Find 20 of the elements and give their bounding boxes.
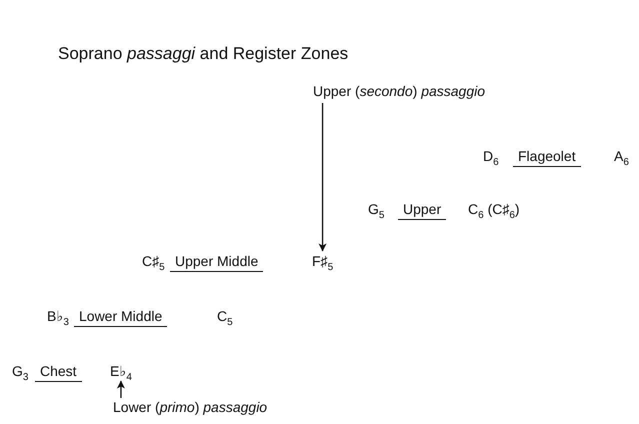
pitch-label: C$_{6}$ (C♯$_{6}$) (468, 201, 520, 218)
diagram-title: Soprano passaggi and Register Zones (58, 44, 348, 64)
pitch-label: D$_{6}$ (483, 148, 499, 165)
register-zone-label: Chest (35, 363, 82, 382)
register-zone-label: Flageolet (513, 148, 581, 167)
passaggio-label: Upper (secondo) passaggio (313, 83, 486, 100)
register-zone-label: Lower Middle (74, 308, 168, 327)
pitch-label: G$_{3}$ (12, 363, 28, 380)
pitch-label: F♯$_{5}$ (312, 253, 334, 270)
arrow (318, 103, 327, 252)
pitch-label: A$_{6}$ (614, 148, 629, 165)
pitch-label: E♭$_{4}$ (110, 363, 132, 380)
pitch-label: C♯$_{5}$ (142, 253, 165, 270)
pitch-label: C$_{5}$ (217, 308, 233, 325)
pitch-label: G$_{5}$ (368, 201, 384, 218)
arrow (116, 380, 125, 398)
register-zone-label: Upper Middle (170, 253, 264, 272)
pitch-label: B♭$_{3}$ (47, 308, 69, 325)
register-zone-label: Upper (398, 201, 446, 220)
passaggio-label: Lower (primo) passaggio (113, 399, 268, 416)
